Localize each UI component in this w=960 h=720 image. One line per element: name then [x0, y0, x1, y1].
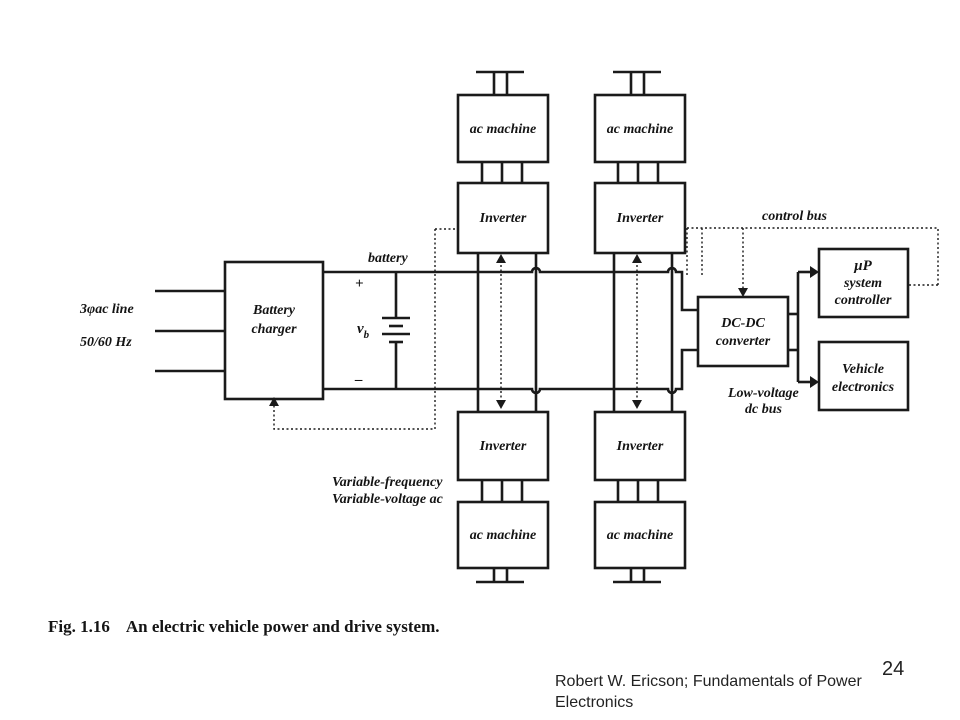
inverter-2-bottom-label: Inverter — [616, 439, 664, 454]
battery-charger-label-line2: charger — [251, 322, 297, 337]
variable-frequency-label: Variable-frequency — [332, 475, 443, 490]
battery-minus-sign: – — [354, 372, 363, 388]
ac-line-frequency-label: 50/60 Hz — [80, 335, 132, 350]
dc-dc-converter-label-line2: converter — [716, 334, 771, 349]
ac-machine-1-bottom-block — [456, 500, 550, 570]
ac-machine-2-bottom-label: ac machine — [607, 528, 674, 543]
ac-machine-1-top-block — [456, 93, 550, 164]
vehicle-electronics-label-line2: electronics — [832, 380, 895, 395]
ev-power-drive-diagram: 3φac line 50/60 Hz Battery charger batte… — [79, 70, 939, 584]
ac-machine-2-top-block — [593, 93, 687, 164]
battery-label: battery — [368, 251, 408, 266]
page-number: 24 — [882, 658, 905, 680]
battery-charger-label-line1: Battery — [252, 303, 296, 318]
figure-number: Fig. 1.16 — [48, 617, 110, 636]
control-bus — [269, 227, 939, 430]
inverter-1-bottom-label: Inverter — [479, 439, 527, 454]
battery-charger-block — [223, 260, 325, 401]
vehicle-electronics-label-line1: Vehicle — [842, 362, 884, 377]
source-credit: Robert W. Ericson; Fundamentals of Power… — [555, 673, 862, 711]
figure-caption-text: An electric vehicle power and drive syst… — [125, 617, 440, 636]
ac-line-wires — [155, 289, 225, 373]
inverter-2-top-label: Inverter — [616, 211, 664, 226]
inverter-1-top-block — [456, 181, 550, 255]
ac-line-label: 3φac line — [79, 302, 134, 317]
ac-machine-2-bottom-block — [593, 500, 687, 570]
figure-caption: Fig. 1.16 An electric vehicle power and d… — [48, 617, 440, 637]
system-controller-label-line2: system — [843, 276, 882, 291]
battery-symbol — [382, 272, 410, 389]
dc-dc-converter-block — [696, 295, 790, 368]
low-voltage-label-line1: Low-voltage — [727, 386, 799, 401]
drive-column-2-top — [612, 70, 674, 412]
inverter-2-bottom-block — [593, 410, 687, 482]
inverter-1-top-label: Inverter — [479, 211, 527, 226]
drive-column-2-bottom — [613, 480, 661, 584]
low-voltage-dc-bus — [788, 266, 819, 388]
system-controller-block — [817, 247, 910, 319]
dc-bus-positive — [323, 266, 698, 312]
ac-machine-1-bottom-label: ac machine — [470, 528, 537, 543]
drive-column-1-bottom — [476, 480, 524, 584]
system-controller-label-line1: μP — [853, 258, 872, 274]
system-controller-label-line3: controller — [835, 293, 892, 308]
battery-plus-sign: + — [355, 276, 364, 292]
battery-voltage-label: vb — [357, 321, 370, 341]
variable-voltage-label: Variable-voltage ac — [332, 492, 444, 507]
ac-machine-2-top-label: ac machine — [607, 122, 674, 137]
ac-machine-1-top-label: ac machine — [470, 122, 537, 137]
control-bus-label: control bus — [762, 209, 828, 224]
inverter-2-top-block — [593, 181, 687, 255]
low-voltage-label-line2: dc bus — [745, 402, 783, 417]
inverter-1-bottom-block — [456, 410, 550, 482]
dc-bus-negative — [323, 348, 698, 395]
vehicle-electronics-block — [817, 340, 910, 412]
drive-column-1-top — [476, 70, 538, 412]
dc-dc-converter-label-line1: DC-DC — [720, 316, 765, 331]
